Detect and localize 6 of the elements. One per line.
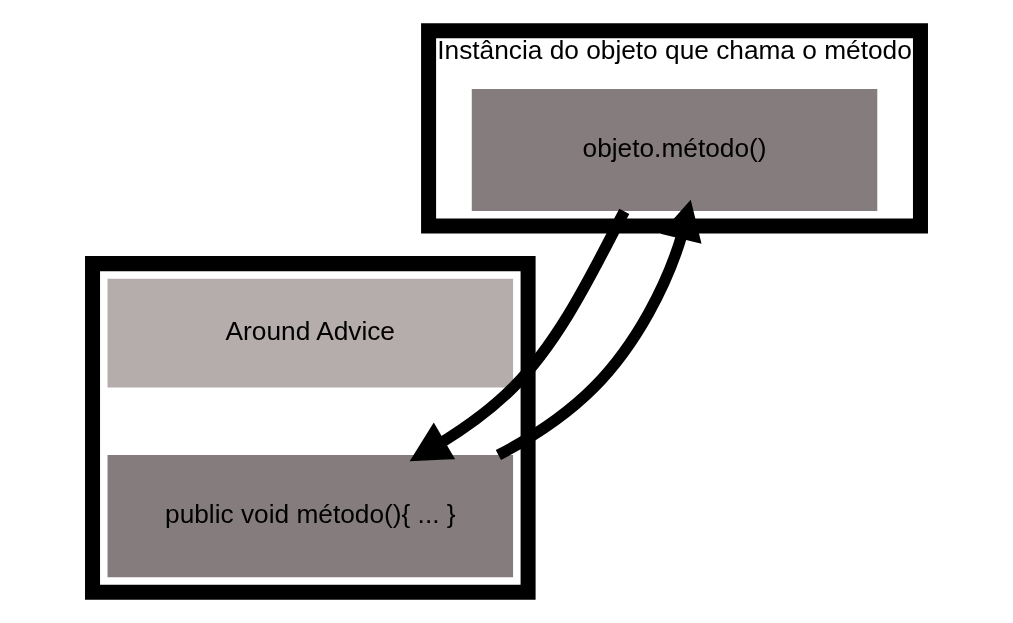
node-box: Around Advice (107, 278, 514, 388)
node-box: objeto.método() (471, 89, 878, 212)
arrow (495, 199, 702, 461)
arrow (409, 208, 630, 462)
cluster (85, 256, 536, 600)
node-box: public void método(){ ... } (107, 455, 514, 578)
